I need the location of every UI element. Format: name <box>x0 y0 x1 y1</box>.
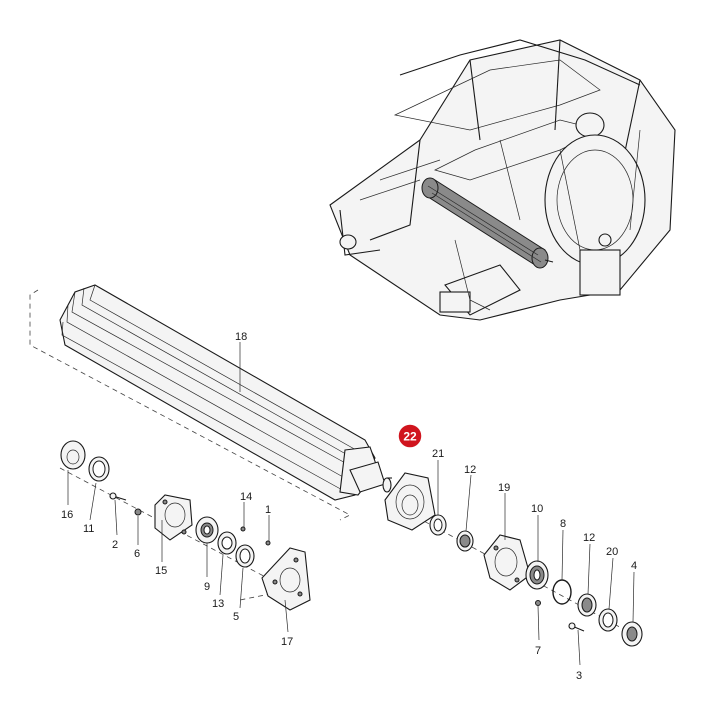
callout-18: 18 <box>235 331 247 343</box>
callout-12-right: 12 <box>583 532 595 544</box>
part-10-bearing <box>525 560 549 590</box>
part-9-bearing <box>195 516 219 544</box>
callout-labels: 18 16 11 2 6 15 9 13 14 1 5 17 21 12 19 … <box>61 331 637 682</box>
callout-4: 4 <box>631 560 637 572</box>
callout-11: 11 <box>83 523 94 535</box>
baler-frame-illustration <box>329 39 676 321</box>
callout-15: 15 <box>155 565 167 577</box>
part-17-plate <box>261 547 311 611</box>
part-14-washer <box>235 544 255 568</box>
callout-2: 2 <box>112 539 118 551</box>
callout-10: 10 <box>531 503 543 515</box>
frame-roller-highlight <box>421 177 612 269</box>
part-12-shim-right <box>577 593 597 617</box>
part-12-shim-left <box>456 530 474 552</box>
callout-19: 19 <box>498 482 510 494</box>
part-3-bolt <box>568 622 585 632</box>
part-22-flange <box>384 472 436 531</box>
highlight-marker-icon <box>397 423 423 449</box>
callout-6: 6 <box>134 548 140 560</box>
roller-part-18 <box>59 284 392 501</box>
callout-14: 5 <box>233 611 239 623</box>
callout-22: 22 <box>403 430 417 444</box>
callout-12-left: 12 <box>464 464 476 476</box>
callout-20: 20 <box>606 546 618 558</box>
leader-lines <box>67 342 635 666</box>
part-4-cap <box>621 621 643 647</box>
callout-8: 8 <box>560 518 566 530</box>
part-15-housing <box>154 494 193 541</box>
part-7-nut <box>535 600 541 606</box>
part-16-cap <box>60 440 86 470</box>
callout-21: 21 <box>432 448 444 460</box>
callout-16: 16 <box>61 509 73 521</box>
part-20-washer <box>598 608 618 632</box>
part-11-ring <box>88 456 110 482</box>
part-6-nut <box>134 508 142 516</box>
callout-17: 17 <box>281 636 293 648</box>
part-13-seal <box>217 531 237 555</box>
part-19-housing <box>483 534 531 591</box>
callout-5: 1 <box>265 504 271 516</box>
part-21-ring <box>429 514 447 536</box>
part-5-screw <box>265 540 271 546</box>
part-1-screw <box>240 526 246 532</box>
callout-13: 13 <box>212 598 224 610</box>
callout-1: 14 <box>240 491 252 503</box>
callout-3: 3 <box>576 670 582 682</box>
part-2-bolt <box>109 492 127 501</box>
callout-9: 9 <box>204 581 210 593</box>
callout-22-highlight[interactable]: 22 <box>397 423 423 449</box>
callout-7: 7 <box>535 645 541 657</box>
